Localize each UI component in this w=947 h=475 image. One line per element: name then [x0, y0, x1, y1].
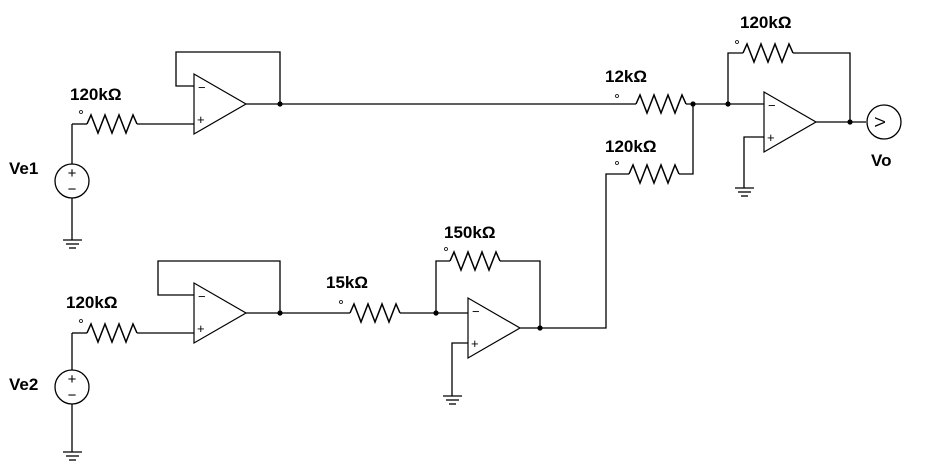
- opamp1-minus: −: [198, 80, 206, 95]
- opamp2-plus: +: [197, 321, 205, 336]
- resistor-r-12k: [635, 92, 687, 116]
- source-minus-sign: −: [68, 181, 77, 198]
- voltage-source-ve1: + −: [54, 124, 90, 240]
- label-ve2: Ve2: [9, 375, 38, 394]
- opamp-inverting-amp: [467, 296, 522, 360]
- voltmeter-symbol: V: [872, 117, 889, 127]
- voltage-source-ve2: + −: [54, 333, 90, 452]
- resistor-label-r-feedback: 120kΩ: [740, 13, 791, 32]
- label-ve1: Ve1: [9, 159, 38, 178]
- source-minus-sign: −: [68, 387, 77, 404]
- opamp-buffer-1: [193, 72, 248, 136]
- resistor-r-15k: [349, 301, 401, 325]
- resistor-label-r-120k-sum: 120kΩ: [605, 137, 656, 156]
- resistor-r-feedback: [742, 41, 794, 65]
- resistor-label-r-15k: 15kΩ: [326, 273, 368, 292]
- ground-opamp4: [735, 187, 754, 197]
- source-plus-sign: +: [68, 371, 77, 388]
- opamp3-plus: +: [471, 336, 479, 351]
- resistor-r-150k: [449, 249, 501, 273]
- opamp3-minus: −: [472, 304, 480, 319]
- resistor-label-r-150k: 150kΩ: [444, 223, 495, 242]
- opamp-buffer-2: [193, 281, 248, 345]
- ground-opamp3: [443, 395, 462, 405]
- label-vo: Vo: [871, 151, 891, 170]
- resistor-label-r-in1: 120kΩ: [70, 85, 121, 104]
- opamp-summing-amp: [763, 90, 818, 154]
- voltmeter-vo: V: [866, 104, 902, 140]
- opamp4-plus: +: [767, 130, 775, 145]
- source-plus-sign: +: [68, 165, 77, 182]
- resistor-r-in1: [86, 112, 138, 136]
- resistor-label-r-in2: 120kΩ: [66, 293, 117, 312]
- resistor-label-r-12k: 12kΩ: [605, 67, 647, 86]
- opamp1-plus: +: [197, 112, 205, 127]
- ground-ve1: [63, 239, 82, 249]
- resistor-r-120k-sum: [628, 162, 680, 186]
- resistor-r-in2: [86, 321, 138, 345]
- opamp4-minus: −: [768, 98, 776, 113]
- opamp2-minus: −: [198, 289, 206, 304]
- ground-ve2: [63, 451, 82, 461]
